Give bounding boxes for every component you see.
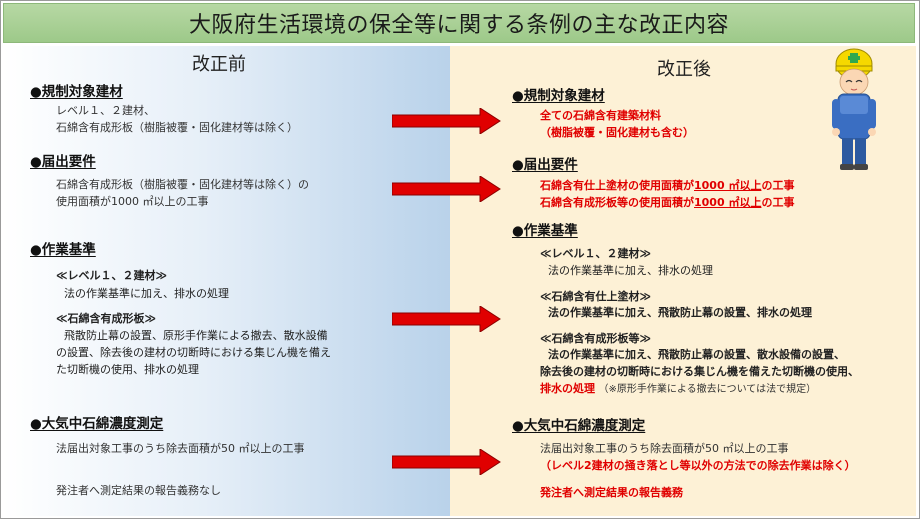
- before-work-sub2-line2: の設置、除去後の建材の切断時における集じん機を備え: [56, 346, 331, 359]
- after-air-line1: 法届出対象工事のうち除去面積が50 ㎡以上の工事: [540, 442, 789, 455]
- after-section-air-title: ●大気中石綿濃度測定: [512, 418, 646, 434]
- before-work-sub2-title: ≪石綿含有成形板≫: [56, 312, 157, 325]
- before-work-sub1-title: ≪レベル１、２建材≫: [56, 269, 168, 282]
- before-notification-line2: 使用面積が1000 ㎡以上の工事: [56, 195, 209, 208]
- before-work-sub1-line1: 法の作業基準に加え、排水の処理: [64, 287, 229, 300]
- after-section-materials-title: ●規制対象建材: [512, 88, 605, 104]
- page-title: 大阪府生活環境の保全等に関する条例の主な改正内容: [188, 13, 729, 38]
- before-work-sub2-line1: 飛散防止幕の設置、原形手作業による撤去、散水設備: [64, 329, 328, 342]
- after-notification-line2: 石綿含有成形板等の使用面積が1000 ㎡以上の工事: [540, 196, 795, 209]
- before-work-sub2-line3: た切断機の使用、排水の処理: [56, 363, 199, 376]
- after-work-sub2-title: ≪石綿含有仕上塗材≫: [540, 290, 652, 303]
- before-column: [3, 46, 450, 516]
- after-materials-line2: （樹脂被覆・固化建材も含む）: [540, 126, 694, 139]
- after-work-sub3-line1: 法の作業基準に加え、飛散防止幕の設置、散水設備の設置、: [548, 348, 845, 361]
- after-section-work-title: ●作業基準: [512, 223, 578, 239]
- after-work-sub1-line1: 法の作業基準に加え、排水の処理: [548, 264, 713, 277]
- before-air-line1: 法届出対象工事のうち除去面積が50 ㎡以上の工事: [56, 442, 305, 455]
- after-work-sub3-line3: 排水の処理 （※原形手作業による撤去については法で規定）: [540, 382, 817, 395]
- after-work-sub1-title: ≪レベル１、２建材≫: [540, 247, 652, 260]
- before-section-air-title: ●大気中石綿濃度測定: [30, 416, 164, 432]
- after-materials-line1: 全ての石綿含有建築材料: [540, 109, 661, 122]
- before-materials-line1: レベル１、２建材、: [56, 104, 155, 117]
- after-air-line3: 発注者へ測定結果の報告義務: [540, 486, 683, 499]
- after-section-notification-title: ●届出要件: [512, 157, 578, 173]
- construction-worker-icon: [832, 48, 876, 170]
- before-air-line2: 発注者へ測定結果の報告義務なし: [56, 484, 221, 497]
- before-section-work-title: ●作業基準: [30, 242, 96, 258]
- before-materials-line2: 石綿含有成形板（樹脂被覆・固化建材等は除く）: [56, 121, 298, 134]
- before-section-notification-title: ●届出要件: [30, 154, 96, 170]
- before-notification-line1: 石綿含有成形板（樹脂被覆・固化建材等は除く）の: [56, 178, 309, 191]
- after-work-sub2-line1: 法の作業基準に加え、飛散防止幕の設置、排水の処理: [548, 306, 812, 319]
- before-section-materials-title: ●規制対象建材: [30, 84, 123, 100]
- after-header: 改正後: [657, 59, 711, 80]
- after-air-line2: （レベル2建材の掻き落とし等以外の方法での除去作業は除く）: [540, 459, 856, 472]
- right-arrow-icon: [392, 306, 501, 332]
- after-work-sub3-title: ≪石綿含有成形板等≫: [540, 332, 652, 345]
- title-bar: 大阪府生活環境の保全等に関する条例の主な改正内容: [3, 3, 915, 43]
- right-arrow-icon: [392, 176, 501, 202]
- right-arrow-icon: [392, 108, 501, 134]
- after-notification-line1: 石綿含有仕上塗材の使用面積が1000 ㎡以上の工事: [540, 179, 795, 192]
- after-work-sub3-line2: 除去後の建材の切断時における集じん機を備えた切断機の使用、: [540, 365, 859, 378]
- right-arrow-icon: [392, 449, 501, 475]
- before-header: 改正前: [192, 54, 246, 75]
